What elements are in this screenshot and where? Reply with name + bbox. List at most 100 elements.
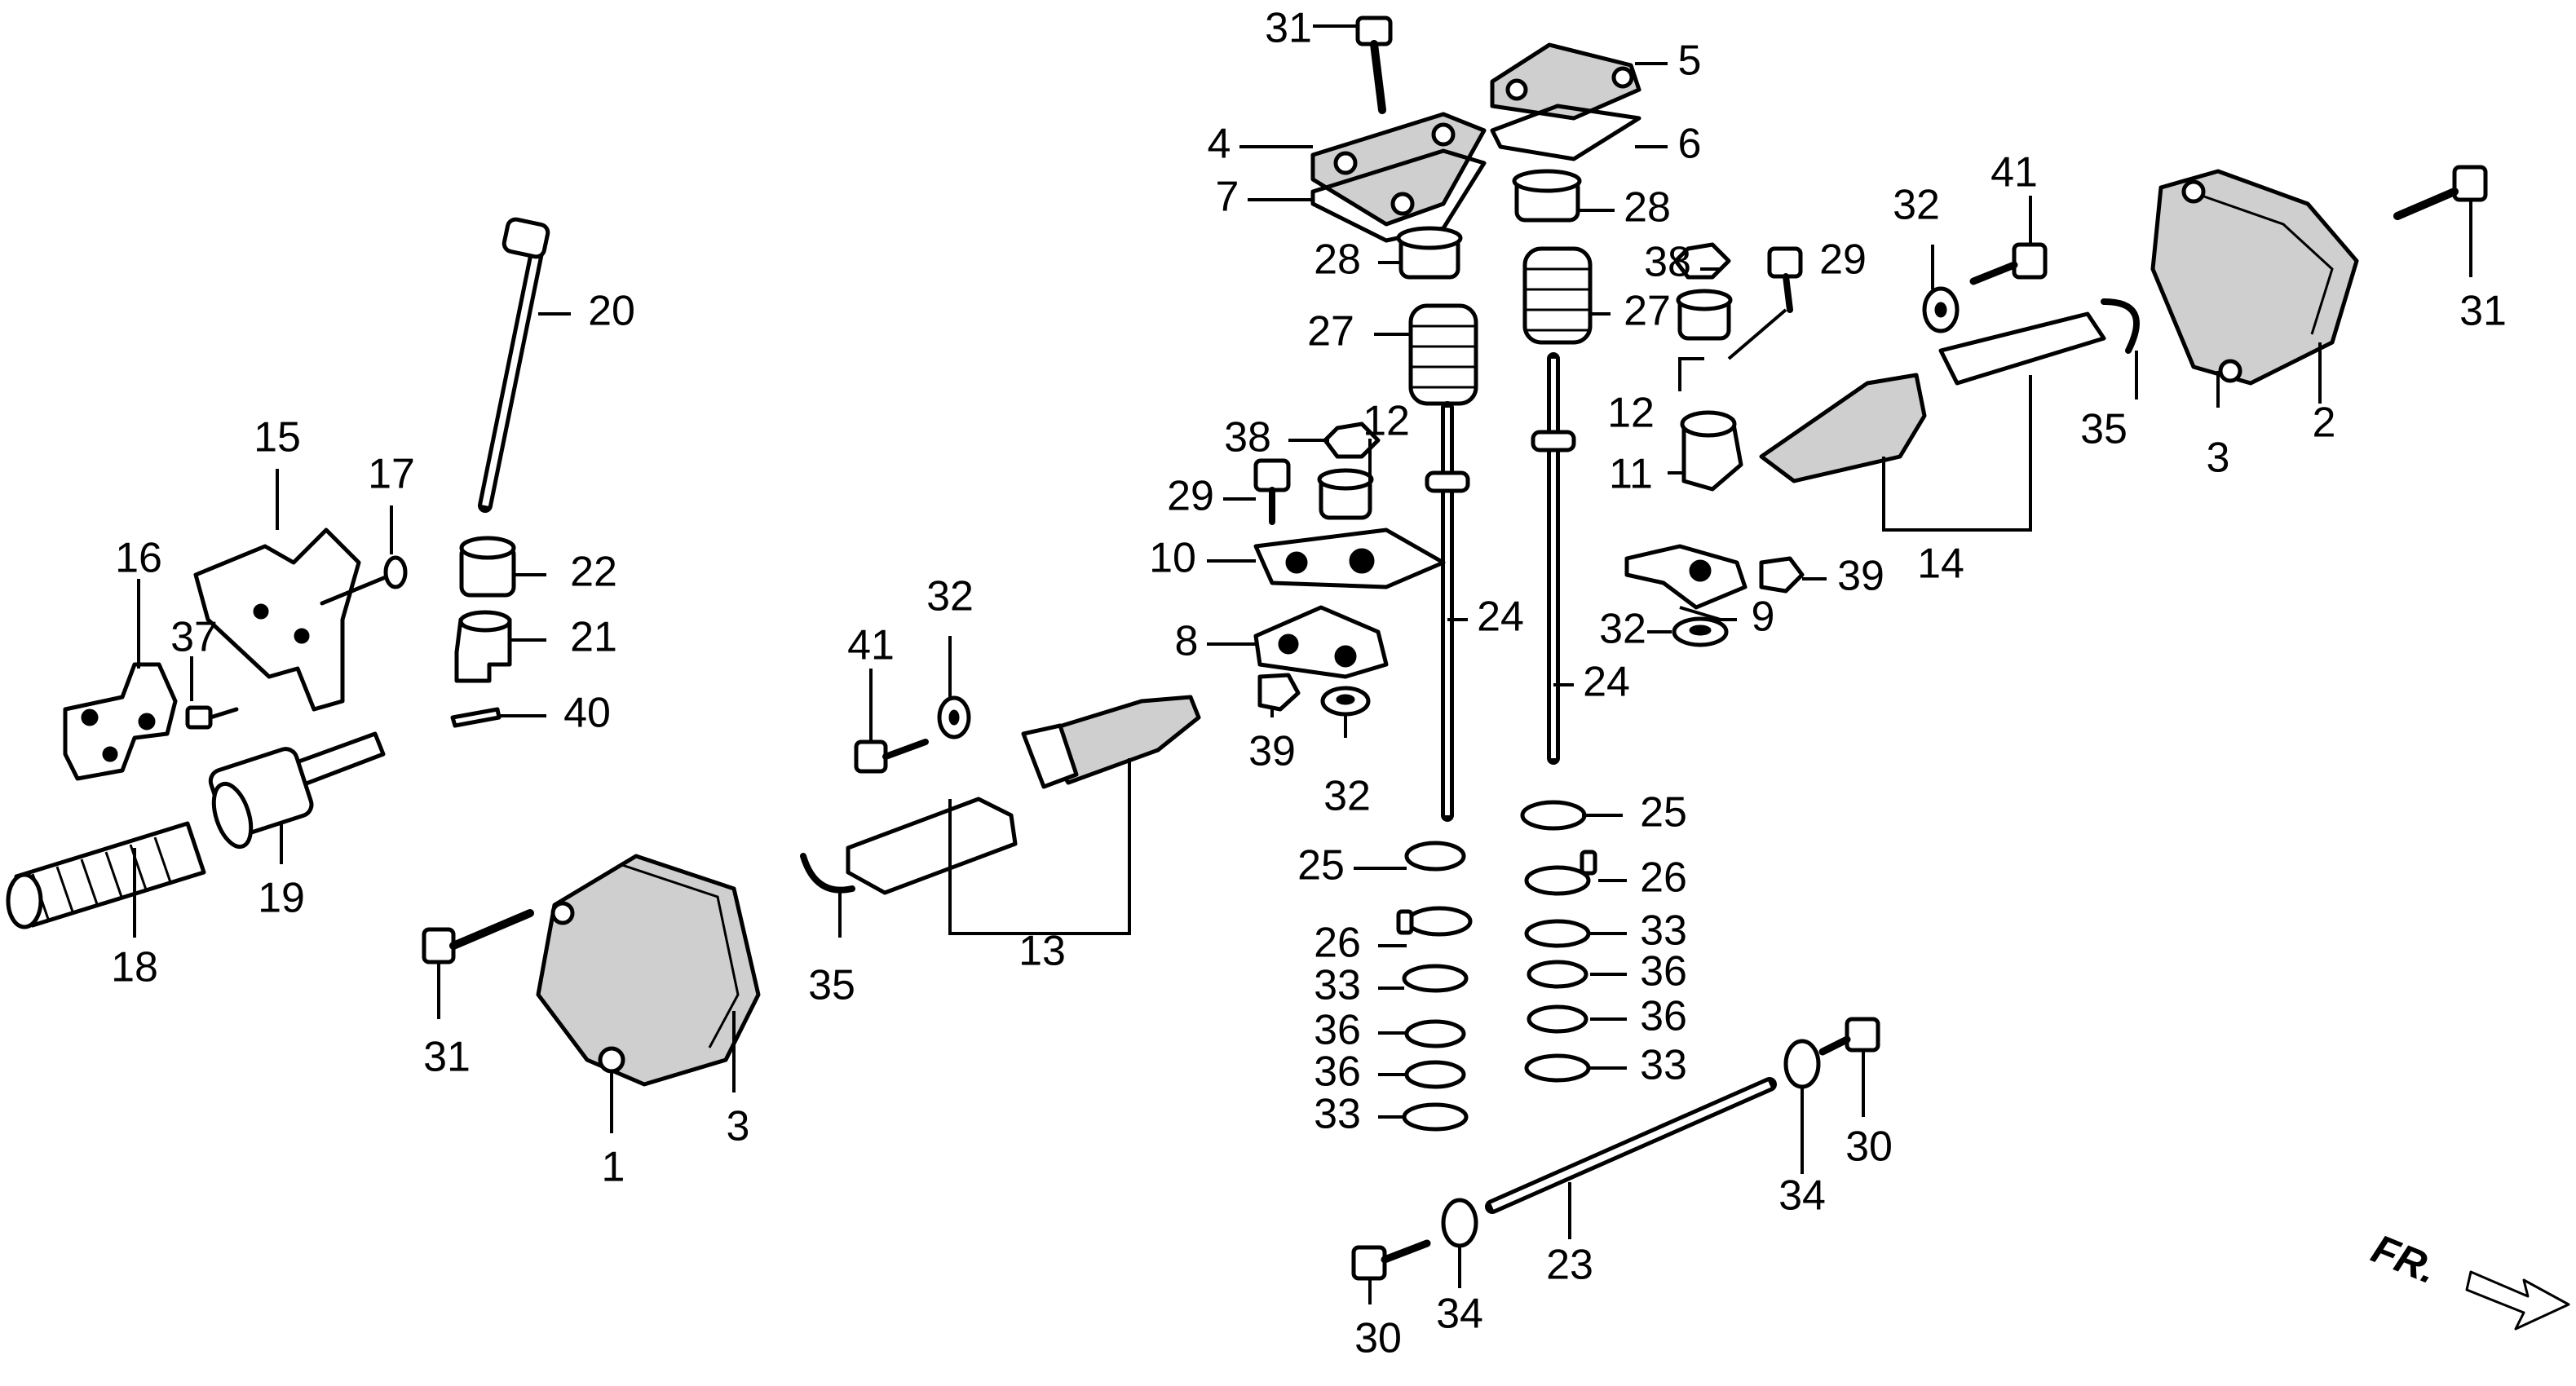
- part-36-ring-right-a: [1527, 960, 1588, 989]
- part-31-bolt-top: [1355, 15, 1393, 114]
- callout-34: 34: [1436, 1291, 1483, 1338]
- callout-33: 33: [1640, 907, 1687, 955]
- part-25-clip-right: [1520, 800, 1587, 831]
- part-9-lever: [1624, 544, 1748, 610]
- part-14-actuator: [1759, 311, 2106, 483]
- part-36-ring-left-a: [1404, 1019, 1466, 1048]
- part-2-right-cover: [2150, 169, 2359, 386]
- part-19-sleeve: [208, 731, 386, 850]
- part-30-bolt-left: [1351, 1239, 1431, 1281]
- part-33-washer-left-a: [1402, 964, 1469, 993]
- part-6-gasket: [1490, 104, 1641, 161]
- callout-32: 32: [1323, 773, 1371, 820]
- callout-23: 23: [1546, 1242, 1593, 1289]
- part-22-collar: [459, 536, 516, 598]
- part-33-washer-left-b: [1402, 1102, 1469, 1132]
- callout-26: 26: [1640, 854, 1687, 902]
- part-35-clip-right: [2101, 298, 2140, 354]
- callout-30: 30: [1354, 1315, 1402, 1362]
- part-31-bolt-left: [422, 909, 534, 964]
- part-27-spring-right: [1522, 246, 1593, 345]
- part-4-cover: [1310, 112, 1487, 227]
- callout-3: 3: [2207, 435, 2230, 482]
- callout-32: 32: [1599, 606, 1646, 653]
- part-1-left-cover: [536, 854, 761, 1087]
- callout-18: 18: [111, 944, 158, 991]
- part-16-bracket: [63, 662, 178, 781]
- callout-36: 36: [1640, 993, 1687, 1040]
- callout-35: 35: [2080, 406, 2128, 453]
- part-20-shift-rod: [478, 217, 550, 513]
- part-32-washer-mid: [1320, 686, 1371, 717]
- callout-12: 12: [1607, 390, 1655, 437]
- callout-39: 39: [1248, 728, 1296, 775]
- part-31-bolt-right: [2393, 165, 2488, 220]
- callout-33: 33: [1314, 1091, 1361, 1138]
- callout-14: 14: [1917, 541, 1964, 588]
- callout-29: 29: [1819, 236, 1867, 284]
- part-28-bushing-right: [1512, 169, 1582, 223]
- part-23-long-bolt: [1485, 1077, 1777, 1214]
- callout-40: 40: [563, 690, 611, 737]
- callout-38: 38: [1224, 414, 1271, 461]
- callout-26: 26: [1314, 920, 1361, 967]
- part-26-collar-right: [1524, 850, 1597, 896]
- part-32-washer-center: [937, 695, 971, 739]
- part-24-shaft-right: [1531, 352, 1576, 765]
- part-32-washer-right: [1672, 616, 1729, 647]
- part-28-bushing-left: [1396, 226, 1463, 280]
- callout-28: 28: [1624, 184, 1671, 232]
- part-35-clip-left: [800, 853, 855, 894]
- callout-1: 1: [602, 1144, 625, 1191]
- callout-11: 11: [1609, 451, 1653, 498]
- part-26-collar-left: [1396, 906, 1473, 937]
- part-21-arm: [454, 610, 512, 683]
- callout-36: 36: [1640, 948, 1687, 995]
- part-39-nut-right: [1759, 556, 1805, 594]
- part-40-pin: [450, 707, 502, 728]
- callout-8: 8: [1175, 618, 1199, 665]
- callout-37: 37: [170, 614, 218, 661]
- callout-41: 41: [1991, 149, 2038, 196]
- callout-24: 24: [1583, 659, 1630, 706]
- callout-9: 9: [1752, 594, 1775, 641]
- part-30-bolt-right: [1818, 1017, 1880, 1056]
- part-15-fork: [193, 527, 361, 712]
- callout-labels: 31 5 4 6 7 28 28 27 27 38 12 29 10 8 24 …: [111, 5, 2507, 1362]
- part-41-bolt-right: [1969, 242, 2048, 285]
- callout-25: 25: [1297, 842, 1345, 889]
- part-37-bolt: [185, 705, 239, 730]
- part-24-shaft-left: [1425, 401, 1470, 822]
- callout-31: 31: [1265, 5, 1312, 52]
- callout-36: 36: [1314, 1007, 1361, 1054]
- callout-16: 16: [115, 535, 162, 582]
- callout-27: 27: [1307, 308, 1354, 355]
- callout-10: 10: [1149, 535, 1196, 582]
- part-33-washer-right-a: [1524, 919, 1591, 948]
- callout-20: 20: [588, 288, 635, 335]
- callout-21: 21: [570, 614, 617, 661]
- front-direction-indicator: FR.: [2366, 1225, 2570, 1331]
- callout-27: 27: [1624, 288, 1671, 335]
- part-10-lever: [1253, 527, 1446, 589]
- part-29-bolt-left: [1253, 458, 1291, 525]
- part-8-lever: [1253, 605, 1389, 679]
- part-34-washer-right: [1783, 1039, 1821, 1089]
- part-11-arm: [1680, 410, 1743, 492]
- part-5-cover: [1490, 42, 1641, 121]
- callout-38: 38: [1644, 239, 1691, 286]
- part-29-bolt-right: [1767, 246, 1803, 313]
- callout-28: 28: [1314, 236, 1361, 284]
- part-25-clip-left: [1404, 841, 1466, 872]
- front-arrow-icon: [2465, 1270, 2570, 1331]
- callout-19: 19: [258, 875, 305, 922]
- callout-15: 15: [254, 414, 301, 461]
- part-33-washer-right-b: [1524, 1053, 1591, 1083]
- part-13-actuator: [846, 695, 1201, 895]
- callout-17: 17: [368, 451, 415, 498]
- callout-32: 32: [926, 573, 974, 620]
- callout-13: 13: [1018, 928, 1066, 975]
- part-32-washer-upper-right: [1922, 286, 1960, 333]
- callout-3: 3: [727, 1103, 750, 1150]
